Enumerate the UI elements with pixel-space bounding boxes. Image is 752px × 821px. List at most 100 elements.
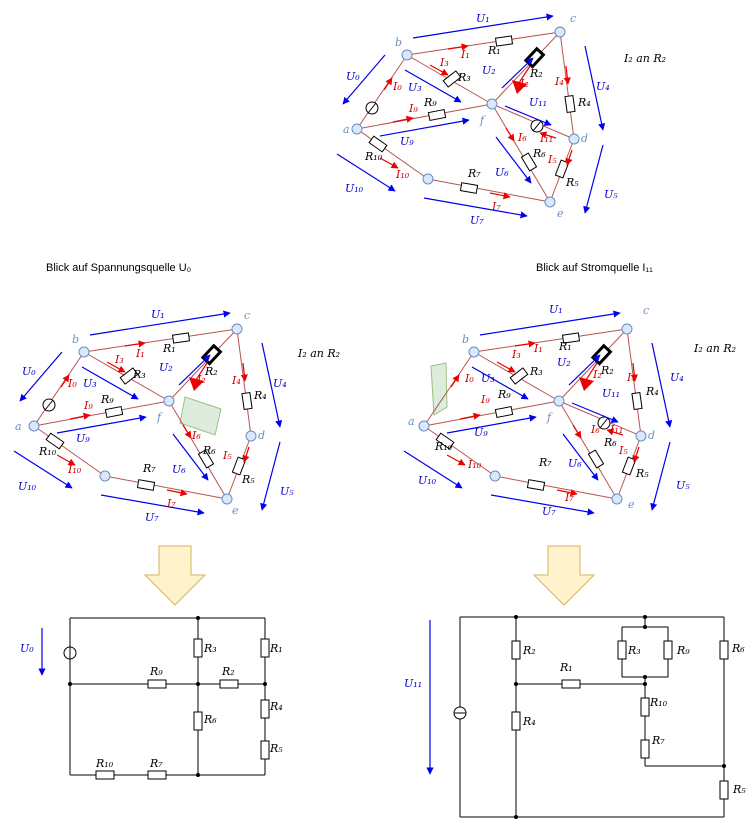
u0-label: U₀ [20,642,34,655]
svg-text:U₆: U₆ [495,166,509,179]
svg-text:R₃: R₃ [457,71,471,84]
svg-text:R₄: R₄ [269,700,283,713]
svg-text:U₂: U₂ [557,356,571,369]
svg-text:I₄: I₄ [231,374,241,387]
svg-text:I₉: I₉ [408,102,418,115]
svg-text:R₁: R₁ [559,661,573,674]
svg-text:R₁₀: R₁₀ [434,440,453,453]
svg-text:I₂: I₂ [196,373,206,386]
svg-text:a: a [343,123,350,136]
right-schematic: U₁₁ R₂ R₃ R₉ [404,615,746,819]
svg-text:U₇: U₇ [542,505,556,518]
svg-text:R₆: R₆ [603,436,617,449]
svg-text:R₉: R₉ [149,665,163,678]
svg-text:I₄: I₄ [554,75,564,88]
svg-text:I₂: I₂ [519,77,529,90]
svg-text:d: d [258,429,265,442]
svg-text:I₁₁: I₁₁ [539,132,553,145]
top-network: a b c d e f R₁ R₂ R₃ R₄ R₅ R₆ R₇ R₉ R₁₀ … [336,12,666,227]
svg-text:I₆: I₆ [590,423,600,436]
svg-text:R₁: R₁ [558,340,572,353]
svg-text:R₁₀: R₁₀ [38,445,57,458]
svg-text:e: e [232,504,239,517]
svg-text:R₆: R₆ [731,642,745,655]
svg-text:I₆: I₆ [191,429,201,442]
svg-text:I₀: I₀ [464,372,474,385]
svg-text:I₇: I₇ [491,200,501,213]
svg-text:R₉: R₉ [676,644,690,657]
svg-text:R₅: R₅ [241,473,255,486]
svg-text:U₃: U₃ [83,377,97,390]
svg-text:U₁₁: U₁₁ [529,96,547,109]
svg-text:I₁₁: I₁₁ [609,423,623,436]
svg-text:R₃: R₃ [529,365,543,378]
svg-text:U₁₀: U₁₀ [418,474,437,487]
svg-text:e: e [557,207,564,220]
svg-text:b: b [462,333,469,346]
svg-text:I₅: I₅ [222,449,232,462]
svg-text:f: f [156,411,163,424]
left-title: Blick auf Spannungsquelle U₀ [46,262,191,274]
left-note: I₂ an R₂ [297,347,340,360]
svg-text:U₂: U₂ [159,361,173,374]
svg-text:a: a [408,415,415,428]
svg-text:R₇: R₇ [467,167,481,180]
svg-text:I₁₀: I₁₀ [467,458,482,471]
svg-text:R₄: R₄ [577,96,591,109]
svg-text:U₄: U₄ [273,377,287,390]
svg-text:R₉: R₉ [497,388,511,401]
svg-text:U₄: U₄ [670,371,684,384]
svg-text:U₁: U₁ [549,303,563,316]
svg-text:R₁₀: R₁₀ [364,150,383,163]
svg-text:U₅: U₅ [604,188,618,201]
svg-text:R₁: R₁ [269,642,283,655]
svg-text:d: d [648,429,655,442]
svg-text:U₀: U₀ [346,70,360,83]
svg-text:R₆: R₆ [532,147,546,160]
svg-text:I₇: I₇ [166,497,176,510]
svg-text:U₆: U₆ [172,463,186,476]
svg-text:I₁: I₁ [533,342,543,355]
down-arrow-left [143,545,207,606]
svg-text:U₇: U₇ [470,214,484,227]
svg-text:R₃: R₃ [132,368,146,381]
svg-text:I₅: I₅ [547,153,557,166]
right-network: a b c d e f R₁ R₂ R₃ R₄ R₅ R₆ R₇ R₉ R₁₀ … [403,303,690,518]
svg-text:I₅: I₅ [618,444,628,457]
svg-text:U₁: U₁ [151,308,165,321]
svg-text:e: e [628,498,635,511]
svg-text:R₂: R₂ [600,364,614,377]
svg-text:U₂: U₂ [482,64,496,77]
svg-text:R₁₀: R₁₀ [95,757,114,770]
svg-text:U₅: U₅ [676,479,690,492]
svg-text:R₇: R₇ [142,462,156,475]
svg-text:I₄: I₄ [626,371,636,384]
svg-text:f: f [479,114,486,127]
svg-text:I₃: I₃ [439,56,449,69]
svg-text:U₁: U₁ [476,12,490,25]
svg-text:R₇: R₇ [538,456,552,469]
svg-text:U₆: U₆ [568,457,582,470]
svg-text:U₉: U₉ [474,426,488,439]
svg-text:R₃: R₃ [203,642,217,655]
svg-text:b: b [395,36,402,49]
svg-text:a: a [15,420,22,433]
svg-text:I₉: I₉ [480,393,490,406]
svg-text:U₀: U₀ [22,365,36,378]
svg-text:R₆: R₆ [203,713,217,726]
svg-text:c: c [244,309,250,322]
svg-text:R₆: R₆ [202,444,216,457]
svg-text:R₄: R₄ [522,715,536,728]
right-title: Blick auf Stromquelle I₁₁ [536,262,653,274]
svg-text:R₅: R₅ [732,783,746,796]
svg-text:c: c [643,304,649,317]
svg-text:U₁₀: U₁₀ [345,182,364,195]
svg-text:R₂: R₂ [204,365,218,378]
left-network: a b c d e f R₁ R₂ R₃ R₄ R₅ R₆ R₇ R₉ R₁₀ … [13,308,294,524]
svg-text:U₅: U₅ [280,485,294,498]
right-note: I₂ an R₂ [693,342,736,355]
svg-text:R₇: R₇ [651,734,665,747]
svg-text:U₃: U₃ [408,81,422,94]
svg-text:I₀: I₀ [392,80,402,93]
